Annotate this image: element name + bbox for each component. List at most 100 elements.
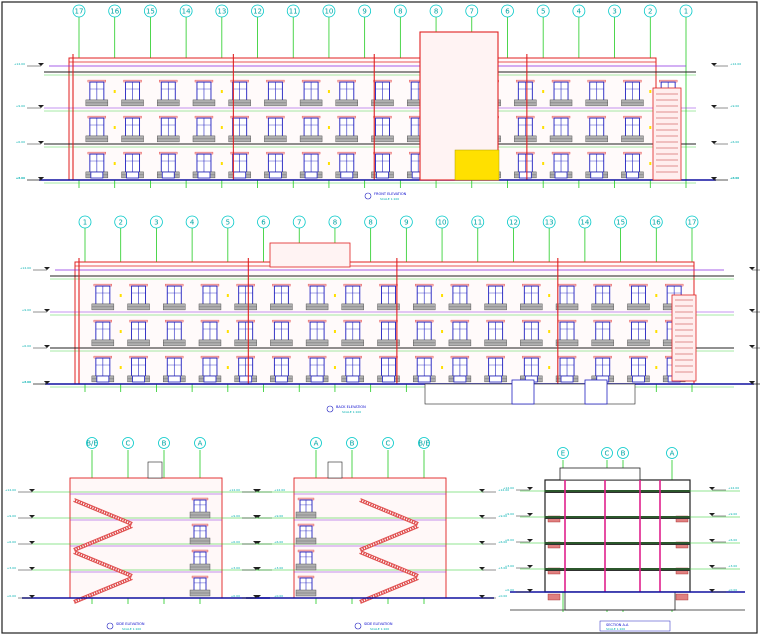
window-unit xyxy=(484,283,507,311)
axis-bubble: 8 xyxy=(429,4,443,18)
window-unit xyxy=(377,319,400,347)
level-marker xyxy=(441,294,444,297)
window-unit xyxy=(448,283,472,311)
back-stair-tower xyxy=(269,242,351,268)
ground-window xyxy=(274,375,288,383)
back-entrance-door xyxy=(584,379,608,405)
level-mark: +12.00 xyxy=(479,488,509,493)
window-unit xyxy=(514,79,537,107)
axis-bubble: C xyxy=(601,447,613,459)
axis-bubble-circle xyxy=(536,4,550,18)
axis-bubble: 1 xyxy=(679,4,693,18)
window-unit xyxy=(555,283,579,311)
axis-bubble-label: 3 xyxy=(154,219,158,227)
level-text: +6.00 xyxy=(730,140,739,144)
axis-bubble-label: 5 xyxy=(226,219,230,227)
level-text: +9.00 xyxy=(274,514,283,518)
level-triangle xyxy=(29,567,35,570)
axis-bubble-label: B xyxy=(621,450,626,458)
level-triangle xyxy=(38,141,44,144)
ground-window xyxy=(382,375,395,383)
level-triangle xyxy=(749,267,755,270)
level-mark: +12.00 xyxy=(14,62,44,67)
level-marker xyxy=(542,126,545,129)
axis-bubble-circle xyxy=(364,215,378,229)
level-mark: +3.00 xyxy=(479,566,507,571)
level-mark: +9.00 xyxy=(7,514,35,519)
level-text: +0.00 xyxy=(22,380,31,384)
ground-window xyxy=(310,375,324,383)
window-unit xyxy=(189,575,211,597)
level-marker xyxy=(220,126,223,129)
axis-bubble-label: 4 xyxy=(577,8,582,16)
axis-bubble: 8 xyxy=(364,215,378,229)
ground-window xyxy=(167,375,181,383)
level-mark: +12.00 xyxy=(20,266,50,271)
level-marker xyxy=(226,366,229,369)
level-mark: +9.00 xyxy=(255,514,283,519)
ground-window xyxy=(590,171,604,179)
level-mark: +6.00 xyxy=(749,345,760,349)
ground-window xyxy=(126,171,139,179)
level-text: +12.00 xyxy=(5,488,16,492)
level-marker xyxy=(119,330,122,333)
window-unit xyxy=(627,283,650,311)
section-outline xyxy=(544,479,691,593)
axis-bubble-label: E xyxy=(561,450,565,458)
level-marker xyxy=(655,330,658,333)
window-unit xyxy=(270,319,293,347)
axis-bubble-circle xyxy=(679,4,693,18)
level-triangle xyxy=(749,345,755,348)
ground-window xyxy=(417,375,431,383)
ground-window xyxy=(376,171,389,179)
axis-bubble: 15 xyxy=(614,215,627,229)
level-text: +9.00 xyxy=(728,512,737,516)
window-unit xyxy=(514,115,537,143)
axis-bubble-label: 7 xyxy=(470,8,474,16)
level-mark: +9.00 xyxy=(16,104,44,109)
ground-window xyxy=(632,375,645,383)
level-text: +0.00 xyxy=(7,594,16,598)
level-triangle xyxy=(29,489,35,492)
axis-bubble-label: 1 xyxy=(83,219,87,227)
ground-window xyxy=(626,171,639,179)
level-text: +9.00 xyxy=(498,514,507,518)
ground-window xyxy=(340,171,354,179)
axis-bubble: 14 xyxy=(578,215,592,229)
level-mark: +12.00 xyxy=(749,267,760,271)
axis-bubble-circle xyxy=(257,215,270,229)
axis-bubble-label: A xyxy=(670,450,675,458)
front-caption-title: FRONT ELEVATION xyxy=(374,192,407,196)
level-triangle xyxy=(253,489,259,492)
level-mark: +9.00 xyxy=(709,512,737,517)
level-triangle xyxy=(749,309,755,312)
window-unit xyxy=(264,79,287,107)
level-triangle xyxy=(253,515,259,518)
axis-bubble-circle xyxy=(215,4,229,18)
level-text: +3.00 xyxy=(730,176,739,180)
level-text: +3.00 xyxy=(498,566,507,570)
window-unit xyxy=(157,115,180,143)
window-unit xyxy=(157,79,180,107)
axis-bubble: C xyxy=(382,437,394,449)
level-mark: +6.00 xyxy=(479,540,507,545)
level-text: +9.00 xyxy=(730,104,739,108)
level-mark: +6.00 xyxy=(255,540,283,545)
front-caption: FRONT ELEVATION SCALE 1:100 xyxy=(364,192,407,201)
level-triangle xyxy=(38,105,44,108)
window-unit xyxy=(295,549,317,571)
level-text: +12.00 xyxy=(503,486,514,490)
window-unit xyxy=(484,319,507,347)
window-unit xyxy=(228,115,251,143)
level-mark: +0.00 xyxy=(231,594,259,599)
level-text: +0.00 xyxy=(498,594,507,598)
window-unit xyxy=(85,115,109,143)
level-marker xyxy=(327,126,330,129)
window-unit xyxy=(585,79,608,107)
window-unit xyxy=(228,79,251,107)
axis-bubble-label: 2 xyxy=(118,219,122,227)
axis-bubble-label: 7 xyxy=(297,219,301,227)
level-text: +3.00 xyxy=(728,564,737,568)
axis-bubble: 8 xyxy=(393,4,407,18)
back-entrance-door xyxy=(511,379,535,405)
